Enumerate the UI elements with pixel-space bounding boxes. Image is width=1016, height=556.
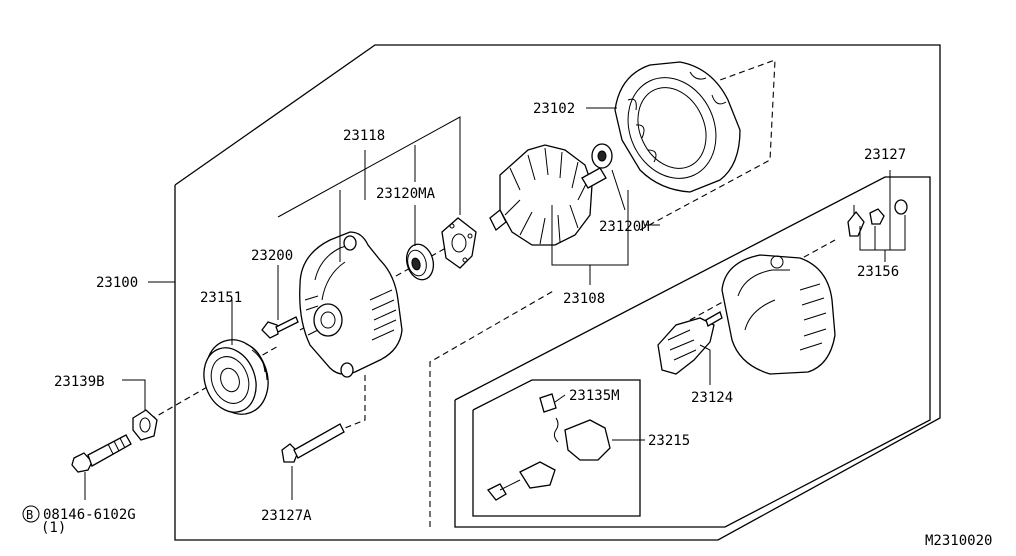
label-23135M: 23135M	[569, 388, 620, 404]
label-23139B: 23139B	[54, 374, 105, 390]
front-bracket-part	[299, 231, 403, 378]
stator-part	[614, 61, 741, 193]
rear-cover-part	[721, 254, 836, 375]
label-23215: 23215	[648, 433, 690, 449]
screw-part	[261, 316, 299, 339]
label-23102: 23102	[533, 101, 575, 117]
label-bolt-part: 08146-6102G	[43, 507, 136, 523]
bolt-symbol: B	[26, 508, 33, 522]
label-23108: 23108	[563, 291, 605, 307]
label-23200: 23200	[251, 248, 293, 264]
retainer-plate-part	[441, 217, 477, 269]
label-23100: 23100	[96, 275, 138, 291]
label-23118: 23118	[343, 128, 385, 144]
label-23151: 23151	[200, 290, 242, 306]
bolt-axis	[339, 375, 366, 431]
through-bolt-part	[281, 423, 345, 463]
assembly-frame-23100	[174, 44, 941, 541]
label-23120MA: 23120MA	[376, 186, 436, 202]
front-bearing-part	[405, 243, 435, 281]
terminal-parts	[847, 199, 908, 237]
diagram-code: M2310020	[925, 533, 992, 549]
rotor-part	[489, 144, 607, 246]
brush-holder-part	[486, 393, 611, 501]
label-23120M: 23120M	[599, 219, 650, 235]
regulator-part	[657, 311, 723, 375]
label-23124: 23124	[691, 390, 733, 406]
subframe-23215	[472, 379, 641, 517]
pulley-part	[203, 339, 269, 415]
stator-dashed-box	[639, 59, 776, 231]
label-23127: 23127	[864, 147, 906, 163]
nut-part	[132, 409, 158, 441]
bolt-symbol-circle	[22, 505, 40, 523]
subframe-23127	[454, 176, 931, 528]
label-bolt-qty: (1)	[41, 520, 66, 536]
label-23156: 23156	[857, 264, 899, 280]
label-23127A: 23127A	[261, 508, 312, 524]
dashed-subframe	[429, 289, 556, 527]
bolt-part	[71, 434, 132, 473]
leader-lines	[84, 107, 906, 500]
rear-bearing-part	[591, 143, 613, 169]
